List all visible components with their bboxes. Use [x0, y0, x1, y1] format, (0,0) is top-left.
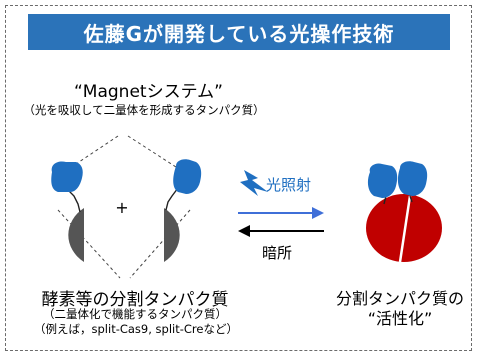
- split-label: 酵素等の分割タンパク質: [41, 290, 229, 310]
- light-arrow: [238, 207, 324, 219]
- split-sub-label-1: （二量体化で機能するタンパク質）: [43, 307, 227, 321]
- right-split-protein: [164, 159, 202, 262]
- dark-arrow: [238, 225, 324, 237]
- light-label: 光照射: [266, 176, 312, 194]
- split-seam: [398, 195, 412, 263]
- dashed-frame: [5, 5, 472, 351]
- right-magnet-icon: [173, 159, 202, 194]
- left-split-protein: [51, 161, 84, 262]
- dark-label: 暗所: [262, 244, 293, 262]
- plus-sign: +: [115, 198, 129, 217]
- right-linker: [165, 187, 179, 211]
- magnet-sub-label: （光を吸収して二量体を形成するタンパク質）: [23, 103, 265, 117]
- left-gray-half: [68, 208, 84, 262]
- active-linker-right: [409, 195, 413, 203]
- activated-protein: [366, 161, 442, 263]
- active-magnet-right-icon: [397, 161, 428, 196]
- lightning-bolt-icon: [240, 170, 268, 196]
- magnet-label: “Magnetシステム”: [74, 82, 223, 102]
- left-magnet-icon: [51, 161, 83, 192]
- right-gray-half: [164, 208, 180, 262]
- active-label-2: “活性化”: [367, 309, 433, 328]
- active-label-1: 分割タンパク質の: [335, 289, 464, 308]
- active-magnet-left-icon: [367, 163, 398, 198]
- page-title: 佐藤Gが開発している光操作技術: [83, 21, 395, 46]
- split-sub-label-2: （例えば，split-Cas9, split-Creなど）: [34, 322, 238, 336]
- title-banner: 佐藤Gが開発している光操作技術: [28, 14, 450, 50]
